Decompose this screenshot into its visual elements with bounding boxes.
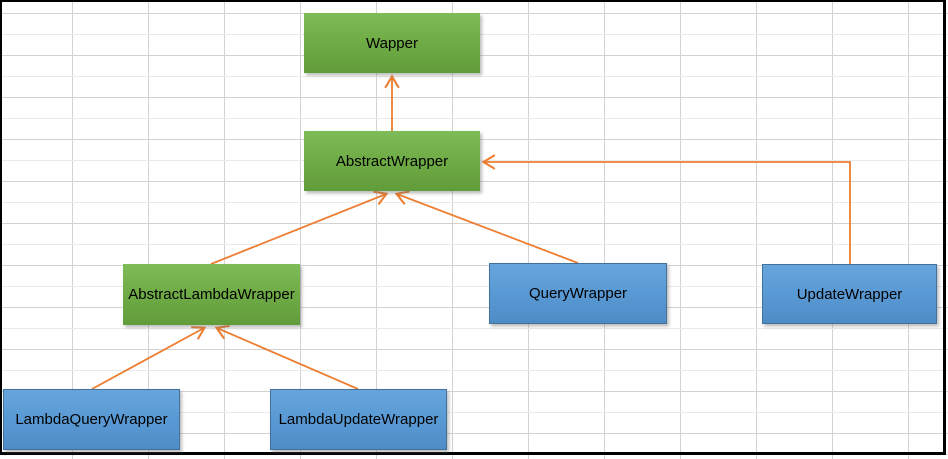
inheritance-arrow-query-wrapper-to-abstract-wrapper <box>394 190 579 264</box>
node-label: AbstractLambdaWrapper <box>128 286 295 303</box>
diagram-node-wapper: Wapper <box>304 13 480 73</box>
inheritance-arrow-abstract-lambda-wrapper-to-abstract-wrapper <box>210 190 389 265</box>
node-label: LambdaQueryWrapper <box>15 411 168 428</box>
diagram-node-query-wrapper: QueryWrapper <box>489 263 667 324</box>
node-label: QueryWrapper <box>528 285 628 302</box>
node-label: AbstractWrapper <box>335 152 449 170</box>
diagram-node-update-wrapper: UpdateWrapper <box>762 264 937 324</box>
inheritance-arrow-lambda-update-wrapper-to-abstract-lambda-wrapper <box>214 324 359 390</box>
diagram-node-lambda-update-wrapper: LambdaUpdateWrapper <box>270 389 447 450</box>
inheritance-arrow-update-wrapper-to-abstract-wrapper <box>481 154 851 264</box>
diagram-node-abstract-lambda-wrapper: AbstractLambdaWrapper <box>123 264 300 325</box>
node-label: LambdaUpdateWrapper <box>278 411 439 428</box>
diagram-node-lambda-query-wrapper: LambdaQueryWrapper <box>3 389 180 450</box>
inheritance-arrow-lambda-query-wrapper-to-abstract-lambda-wrapper <box>91 326 207 390</box>
node-label: Wapper <box>366 34 418 52</box>
diagram-node-abstract-wrapper: AbstractWrapper <box>304 131 480 191</box>
node-label: UpdateWrapper <box>796 285 903 303</box>
